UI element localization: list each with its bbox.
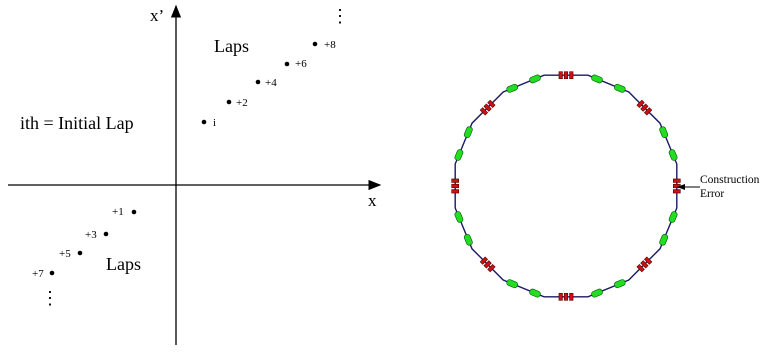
phase-point: +6	[284, 58, 307, 70]
dipole-magnet	[643, 107, 653, 116]
dipole-magnet	[672, 178, 681, 183]
initial-lap-label: ith = Initial Lap	[20, 113, 134, 133]
phase-point-label: +1	[112, 206, 124, 218]
x-prime-axis-label: x’	[150, 6, 164, 25]
dipole-magnet	[479, 256, 489, 265]
phase-point: +5	[59, 248, 83, 260]
dipole-magnet	[640, 260, 649, 269]
continuation-dots-upper: ⋮	[331, 6, 349, 26]
phase-point: +8	[312, 39, 336, 51]
phase-point-label: +2	[236, 97, 248, 109]
dipole-magnet	[451, 189, 460, 194]
phase-point-label: +4	[265, 77, 277, 89]
continuation-dots-lower: ⋮	[41, 288, 59, 308]
phase-point: +2	[226, 97, 248, 109]
quadrupole-magnet	[454, 211, 464, 223]
ring-lattice: Construction Error	[451, 71, 760, 301]
laps-label-lower: Laps	[106, 254, 141, 274]
construction-error-label-line1: Construction	[700, 174, 760, 186]
quadrupole-magnet	[614, 83, 626, 93]
phase-point: i	[201, 117, 216, 129]
construction-error-label-line2: Error	[700, 188, 724, 200]
phase-space-diagram: x x’ ith = Initial Lap Laps Laps i +2 +4…	[8, 4, 382, 345]
quadrupole-magnet	[454, 149, 464, 161]
dipole-magnet	[479, 107, 489, 116]
phase-point-label: +6	[295, 58, 307, 70]
phase-point-label: +3	[85, 229, 97, 241]
phase-point: +1	[112, 206, 137, 218]
phase-point-label: +5	[59, 248, 71, 260]
dipole-magnet	[451, 178, 460, 183]
phase-point: +3	[85, 229, 109, 241]
dipole-magnet	[569, 292, 574, 301]
quadrupole-magnet	[668, 149, 678, 161]
phase-point-label: i	[213, 117, 216, 129]
dipole-magnet	[672, 189, 681, 194]
dipole-magnet	[487, 99, 496, 109]
quadrupole-magnet	[668, 211, 678, 223]
laps-label-upper: Laps	[214, 36, 249, 56]
ring-magnets	[451, 71, 681, 301]
quadrupole-magnet	[463, 126, 473, 138]
dipole-magnet	[636, 263, 645, 273]
quadrupole-magnet	[529, 74, 541, 84]
quadrupole-magnet	[591, 74, 603, 84]
quadrupole-magnet	[529, 288, 541, 298]
dipole-magnet	[558, 71, 563, 79]
phase-point: +7	[32, 268, 55, 280]
dipole-magnet	[483, 103, 492, 112]
dipole-magnet	[643, 256, 653, 265]
x-axis-label: x	[368, 191, 377, 210]
quadrupole-magnet	[506, 279, 518, 289]
quadrupole-magnet	[614, 279, 626, 289]
dipole-magnet	[563, 292, 569, 301]
phase-point: +4	[255, 77, 277, 89]
dipole-magnet	[451, 183, 460, 189]
dipole-magnet	[487, 263, 496, 273]
phase-point-label: +8	[324, 39, 336, 51]
quadrupole-magnet	[591, 288, 603, 298]
phase-point-label: +7	[32, 268, 44, 280]
dipole-magnet	[569, 71, 574, 79]
quadrupole-magnet	[659, 234, 669, 246]
quadrupole-magnet	[463, 234, 473, 246]
quadrupole-magnet	[506, 83, 518, 93]
dipole-magnet	[636, 99, 645, 109]
dipole-magnet	[483, 260, 492, 269]
dipole-magnet	[640, 103, 649, 112]
quadrupole-magnet	[659, 126, 669, 138]
dipole-magnet	[558, 292, 563, 301]
dipole-magnet	[563, 71, 569, 79]
